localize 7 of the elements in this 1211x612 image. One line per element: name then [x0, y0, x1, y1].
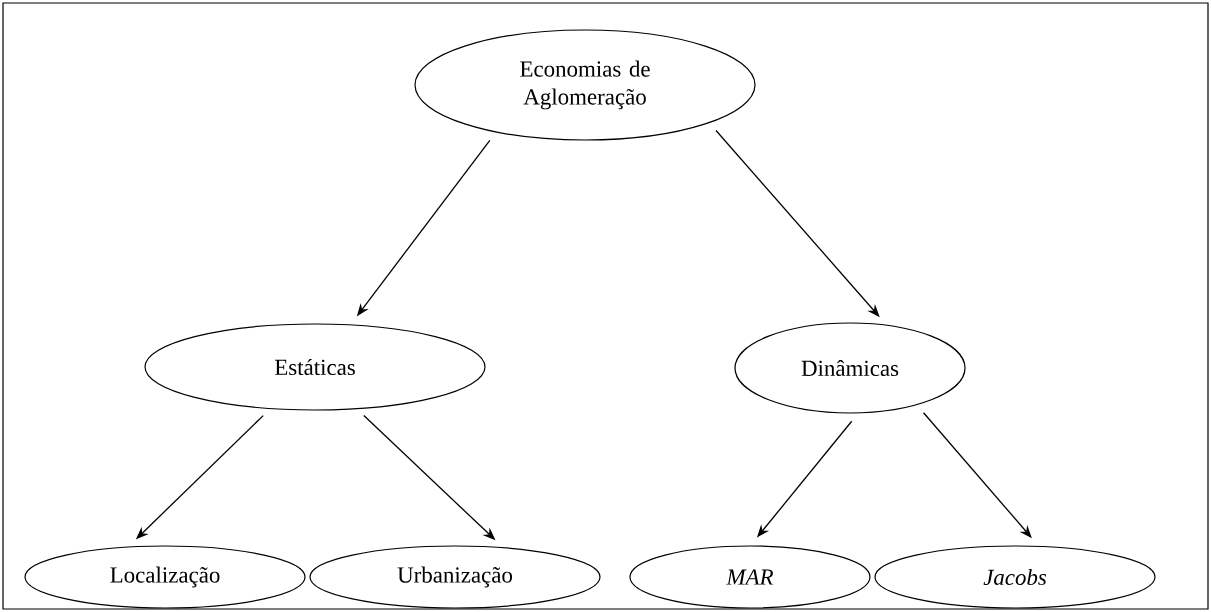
- ellipse-node: Estáticas: [144, 323, 486, 411]
- ellipse-node: Localização: [24, 545, 306, 609]
- ellipse-node: Economias de Aglomeração: [414, 29, 756, 141]
- ellipse-node: Jacobs: [874, 545, 1156, 609]
- ellipse-node: Urbanização: [309, 545, 601, 609]
- ellipse-node: Dinâmicas: [734, 322, 966, 414]
- ellipse-node: MAR: [629, 545, 871, 609]
